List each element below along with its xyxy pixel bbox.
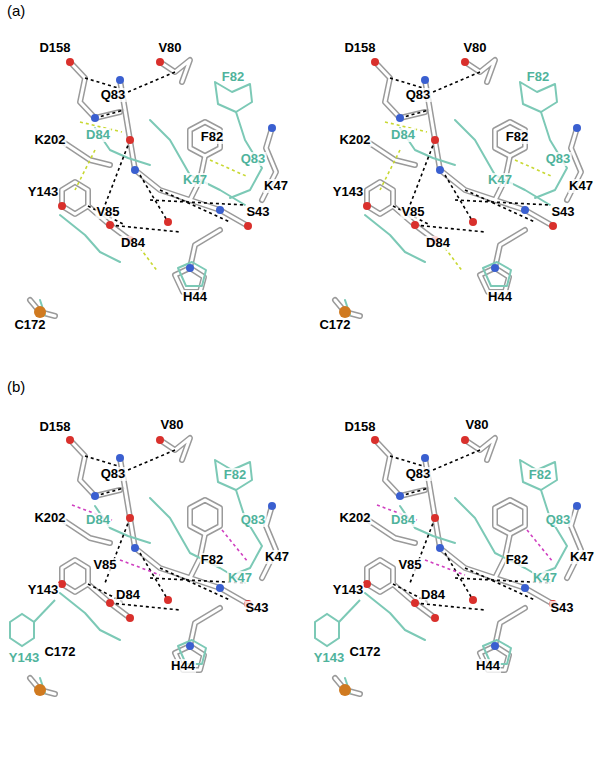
- residue-label: C172: [348, 645, 381, 659]
- residue-label: K47: [227, 571, 253, 585]
- residue-label: Q83: [405, 467, 432, 481]
- residue-label: V85: [92, 558, 117, 572]
- residue-label: F82: [223, 468, 247, 482]
- residue-label: F82: [528, 468, 552, 482]
- residue-label: K47: [568, 179, 594, 193]
- residue-label: D84: [425, 236, 451, 250]
- residue-label: Q83: [545, 513, 572, 527]
- residue-label: H44: [182, 290, 208, 304]
- residue-label: F82: [200, 553, 224, 567]
- residue-label: D84: [420, 588, 446, 602]
- residue-label: F82: [221, 70, 245, 84]
- molecule-right: [335, 436, 581, 696]
- residue-label: D158: [38, 41, 71, 55]
- residue-label: C172: [13, 318, 46, 332]
- residue-label: S43: [245, 205, 270, 219]
- residue-label: D158: [38, 420, 71, 434]
- residue-label: Y143: [332, 583, 364, 597]
- residue-label: H44: [170, 659, 196, 673]
- residue-label: Q83: [405, 88, 432, 102]
- magenta-contacts: [72, 505, 553, 575]
- residue-label: D84: [85, 128, 111, 142]
- residue-label: D84: [115, 588, 141, 602]
- residue-label: Q83: [240, 513, 267, 527]
- residue-label: K47: [532, 571, 558, 585]
- residue-label: Q83: [100, 88, 127, 102]
- teal-tyrosine: [10, 600, 360, 646]
- residue-label: V80: [157, 41, 182, 55]
- residue-label: Y143: [27, 185, 59, 199]
- panel-letter: (b): [6, 380, 26, 394]
- yellow-contacts: [75, 122, 551, 272]
- panel-letter: (a): [6, 4, 26, 18]
- residue-label: Y143: [332, 185, 364, 199]
- residue-label: H44: [475, 659, 501, 673]
- residue-label: Q83: [545, 152, 572, 166]
- molecule-left: [30, 58, 276, 318]
- molecule-left: [30, 436, 276, 696]
- residue-label: Y143: [313, 651, 345, 665]
- residue-label: D158: [343, 420, 376, 434]
- residue-label: F82: [505, 553, 529, 567]
- residue-label: K202: [33, 133, 66, 147]
- residue-label: F82: [200, 130, 224, 144]
- residue-label: D84: [85, 513, 111, 527]
- residue-label: K202: [338, 511, 371, 525]
- residue-label: Y143: [8, 651, 40, 665]
- residue-label: V80: [159, 418, 184, 432]
- residue-label: D84: [390, 513, 416, 527]
- molecule-right: [335, 58, 581, 318]
- residue-label: C172: [318, 318, 351, 332]
- residue-label: Q83: [240, 152, 267, 166]
- residue-label: Q83: [100, 467, 127, 481]
- residue-label: V80: [464, 418, 489, 432]
- residue-label: C172: [43, 645, 76, 659]
- residue-label: K47: [263, 179, 289, 193]
- residue-label: K47: [182, 173, 208, 187]
- residue-label: S43: [244, 601, 269, 615]
- residue-label: F82: [526, 70, 550, 84]
- residue-label: K47: [487, 173, 513, 187]
- residue-label: K47: [569, 550, 595, 564]
- residue-label: V85: [400, 205, 425, 219]
- residue-label: Y143: [27, 583, 59, 597]
- residue-label: K202: [33, 511, 66, 525]
- residue-label: V85: [397, 558, 422, 572]
- residue-label: K202: [338, 133, 371, 147]
- residue-label: D84: [390, 128, 416, 142]
- residue-label: S43: [550, 205, 575, 219]
- residue-label: H44: [487, 290, 513, 304]
- residue-label: S43: [549, 601, 574, 615]
- residue-label: F82: [505, 130, 529, 144]
- residue-label: K47: [264, 550, 290, 564]
- residue-label: V85: [95, 205, 120, 219]
- residue-label: V80: [462, 41, 487, 55]
- residue-label: D158: [343, 41, 376, 55]
- residue-label: D84: [120, 236, 146, 250]
